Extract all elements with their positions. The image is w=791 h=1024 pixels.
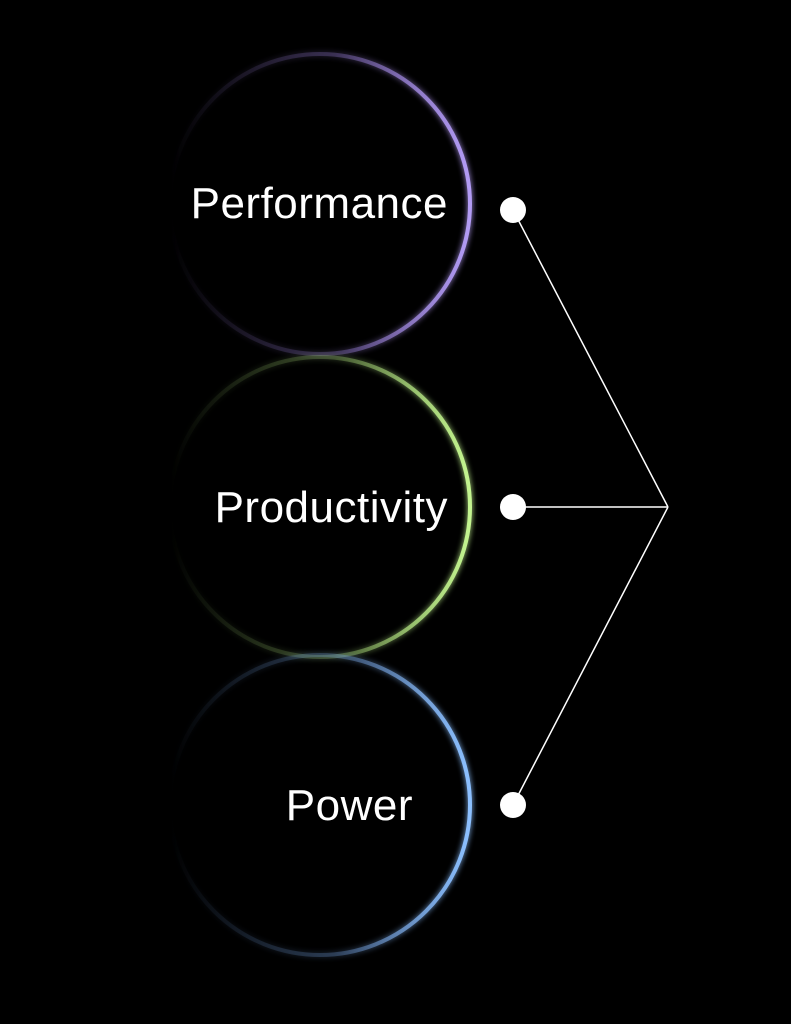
label-productivity: Productivity	[214, 483, 448, 532]
node-dot-power	[500, 792, 526, 818]
connector-lines	[512, 209, 669, 806]
connector-line-power	[512, 506, 669, 806]
power-ring	[168, 653, 472, 957]
node-dot-performance	[500, 197, 526, 223]
connector-line-performance	[512, 209, 669, 508]
label-power: Power	[285, 781, 413, 830]
node-dot-productivity	[500, 494, 526, 520]
performance-ring	[168, 52, 472, 356]
label-performance: Performance	[190, 179, 448, 228]
